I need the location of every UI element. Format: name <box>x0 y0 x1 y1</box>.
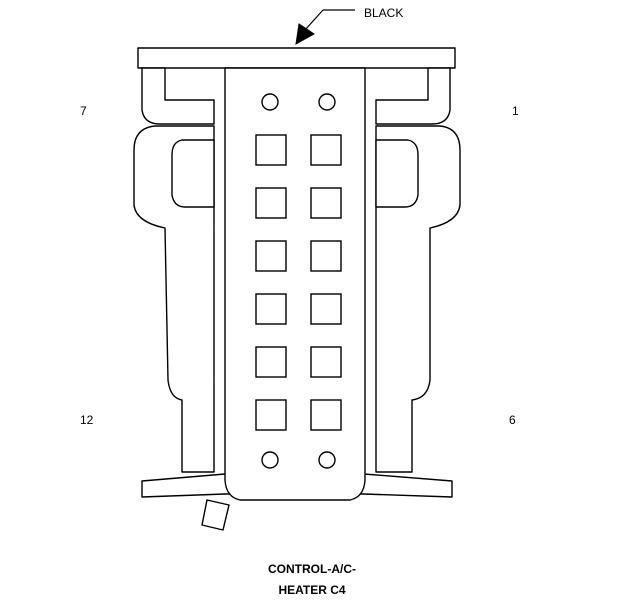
terminal-cavity-r5-c1 <box>255 346 287 378</box>
right-outer-housing <box>375 125 461 473</box>
cavity-hole-top-left <box>261 93 279 111</box>
left-outer-housing <box>133 125 215 473</box>
terminal-cavity-r5-c2 <box>310 346 342 378</box>
callout-label: BLACK <box>364 6 404 20</box>
connector-center-body <box>224 67 366 501</box>
terminal-cavity-r4-c1 <box>255 293 287 325</box>
terminal-cavity-r6-c1 <box>255 399 287 431</box>
cavity-hole-bottom-right <box>318 451 336 469</box>
left-inner-housing <box>171 139 215 208</box>
terminal-cavity-r6-c2 <box>310 399 342 431</box>
callout-arrowhead <box>295 23 315 45</box>
terminal-cavity-r1-c1 <box>255 134 287 166</box>
caption-line-1: CONTROL-A/C- <box>268 562 356 576</box>
connector-latch-key <box>201 499 230 531</box>
terminal-cavity-r3-c1 <box>255 240 287 272</box>
terminal-cavity-r1-c2 <box>310 134 342 166</box>
cavity-hole-top-right <box>318 93 336 111</box>
pin-number-bottom-left: 12 <box>80 413 94 427</box>
right-upper-tab <box>375 67 451 125</box>
terminal-cavity-r4-c2 <box>310 293 342 325</box>
pin-number-top-right: 1 <box>512 104 519 118</box>
callout-arrow-shaft <box>304 9 324 31</box>
pin-number-bottom-right: 6 <box>509 413 516 427</box>
terminal-cavity-r3-c2 <box>310 240 342 272</box>
caption-line-2: HEATER C4 <box>278 583 346 597</box>
left-upper-tab <box>141 67 215 125</box>
cavity-hole-bottom-left <box>261 451 279 469</box>
terminal-cavity-r2-c2 <box>310 187 342 219</box>
right-inner-housing <box>375 139 419 208</box>
terminal-cavity-r2-c1 <box>255 187 287 219</box>
connector-top-flange <box>137 47 456 69</box>
pin-number-top-left: 7 <box>80 104 87 118</box>
